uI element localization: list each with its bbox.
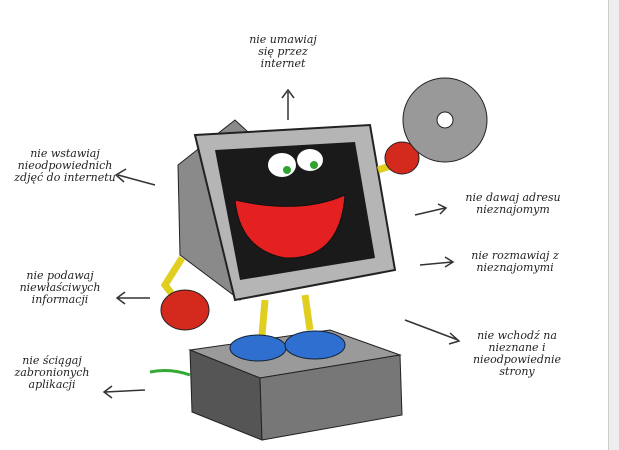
note-line: nieznajomymi	[476, 261, 554, 274]
note-line: nieznajomym	[476, 203, 550, 216]
note-line: informacji	[31, 293, 89, 306]
note-line: nieodpowiednie	[472, 353, 562, 366]
note-line: nie umawiaj	[249, 33, 317, 46]
arrow-right3	[404, 319, 461, 345]
note-right-2: nie rozmawiaj z nieznajomymi	[455, 250, 575, 274]
note-line: nie ściągaj	[22, 354, 82, 367]
monitor	[177, 119, 397, 302]
note-line: niewłaściwych	[19, 281, 101, 294]
arrows	[102, 88, 461, 399]
arrow-left2	[115, 291, 150, 305]
note-line: nie podawaj	[26, 269, 94, 282]
arrow-left1	[114, 168, 156, 186]
note-left-1: nie wstawiaj nieodpowiednich zdjęć do in…	[5, 148, 125, 184]
arrow-right1	[414, 203, 448, 216]
arrow-right2	[419, 256, 455, 268]
note-line: nie wstawiaj	[30, 147, 100, 160]
note-line: strony	[499, 365, 535, 378]
note-line: zabronionych	[14, 366, 90, 379]
note-line: aplikacji	[28, 378, 76, 391]
arms	[160, 77, 488, 331]
note-right-1: nie dawaj adresu nieznajomym	[448, 192, 578, 216]
note-line: zdjęć do internetu	[14, 171, 116, 184]
note-left-2: nie podawaj niewłaściwych informacji	[5, 270, 115, 306]
note-line: nie wchodź na	[477, 329, 557, 342]
note-line: nie rozmawiaj z	[471, 249, 559, 262]
page-edge	[608, 0, 619, 450]
note-line: się przez	[258, 45, 308, 58]
legs	[229, 294, 346, 362]
note-right-3: nie wchodź na nieznane i nieodpowiednie …	[462, 330, 572, 378]
note-line: nieodpowiednich	[17, 159, 113, 172]
note-line: internet	[260, 57, 306, 70]
note-line: nie dawaj adresu	[465, 191, 561, 204]
note-left-3: nie ściągaj zabronionych aplikacji	[2, 355, 102, 391]
note-line: nieznane i	[488, 341, 546, 354]
arrow-top	[281, 88, 295, 120]
arrow-left3	[102, 385, 146, 399]
note-top: nie umawiaj się przez internet	[228, 34, 338, 70]
